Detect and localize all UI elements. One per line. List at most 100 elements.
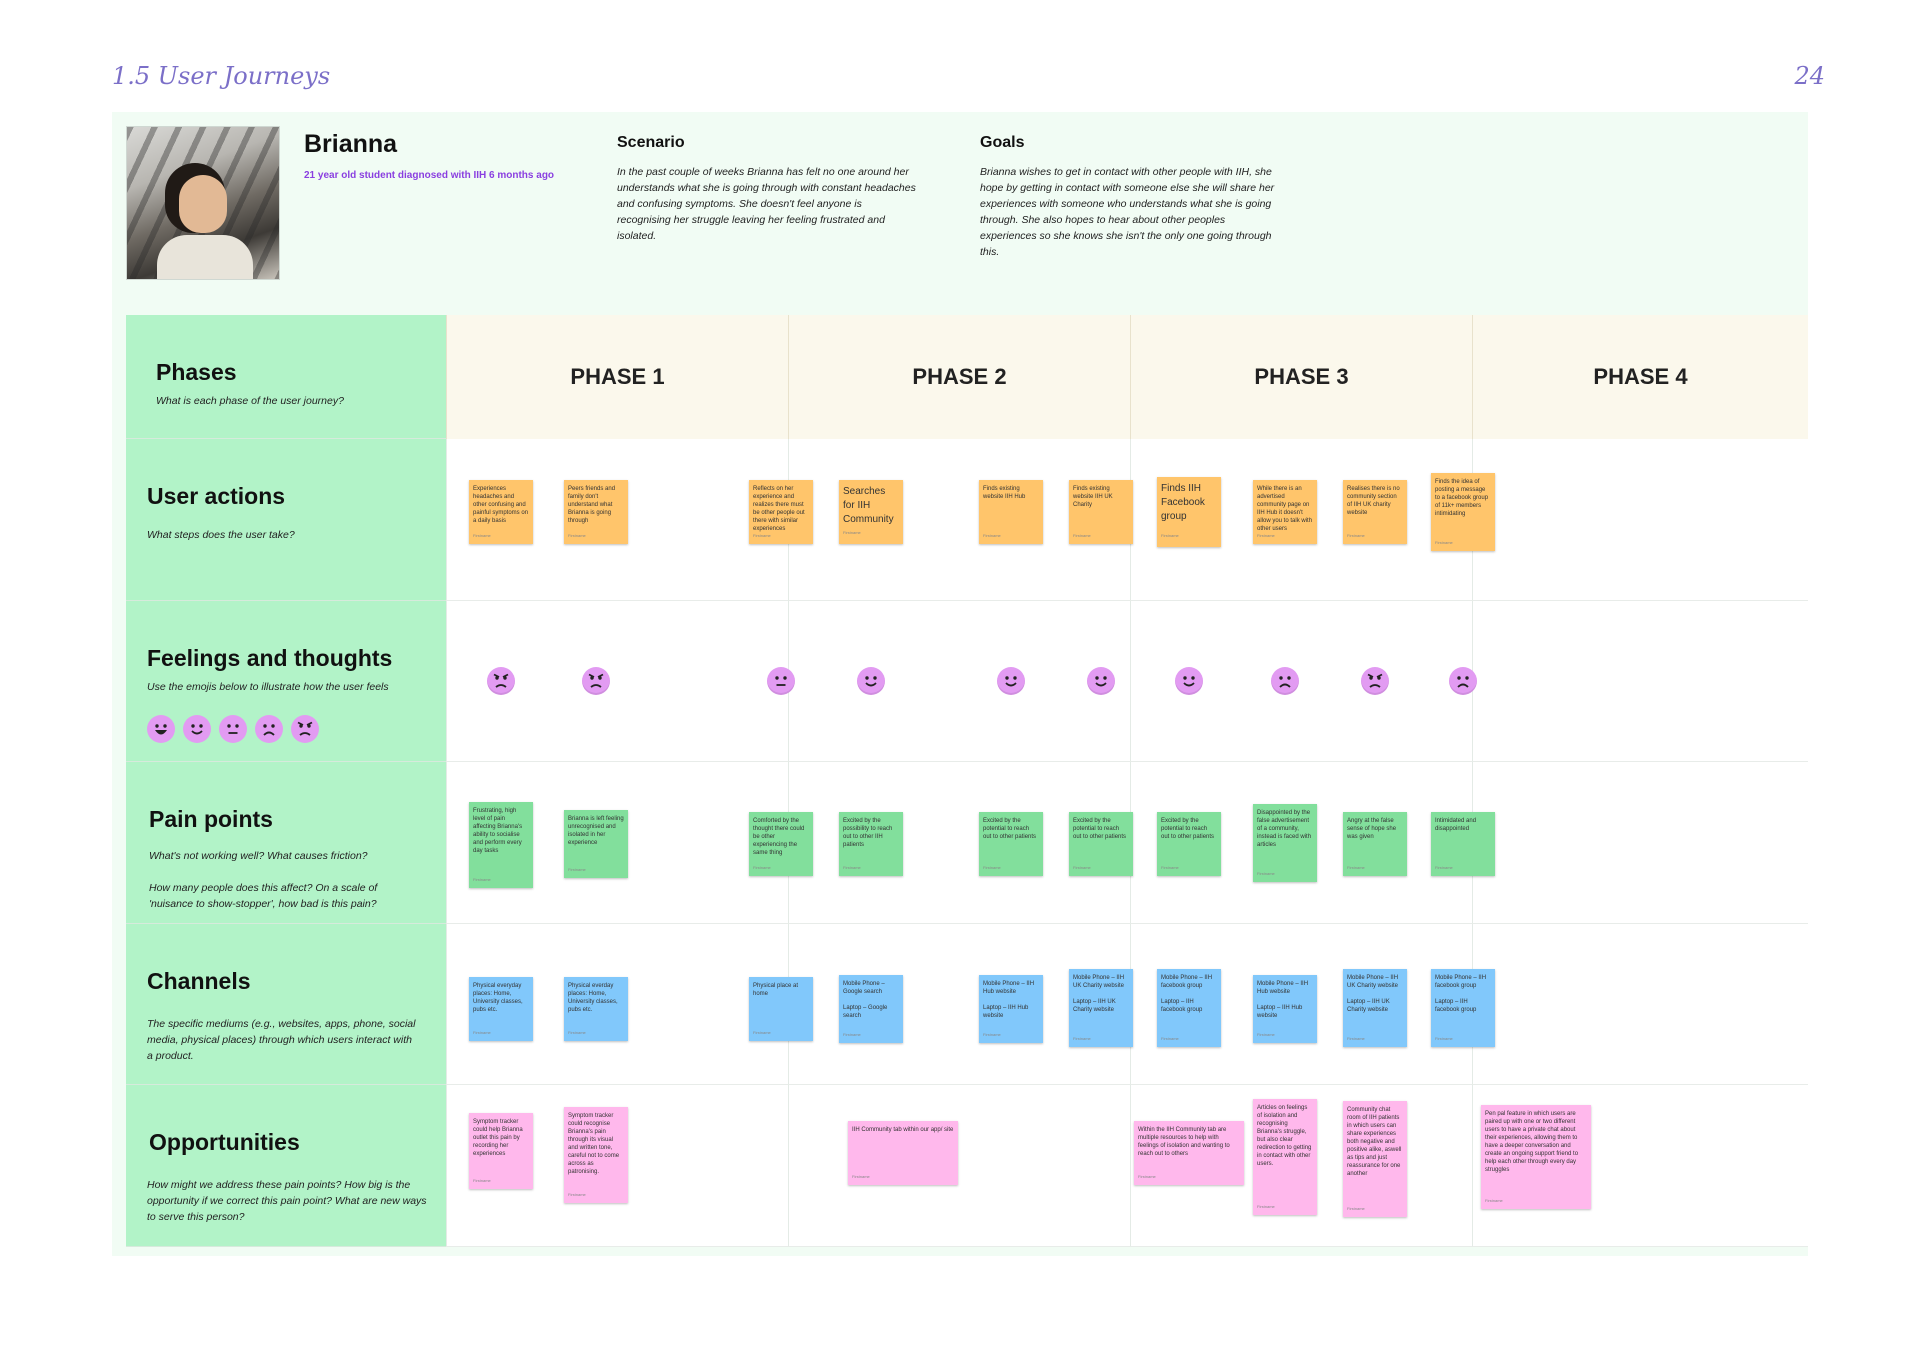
sticky-note-text: Within the IIH Community tab are multipl… [1138,1127,1230,1157]
row-description: Use the emojis below to illustrate how t… [147,681,389,693]
sticky-note-channel[interactable]: Mobile Phone – IIH Hub website Laptop – … [979,975,1043,1043]
scenario-text: In the past couple of weeks Brianna has … [617,166,916,242]
frowning-face-icon [1271,667,1299,695]
sticky-note-opportunity[interactable]: Pen pal feature in which users are paire… [1481,1105,1591,1209]
row-label-channels: Channels The specific mediums (e.g., web… [126,924,446,1085]
sticky-note-author: Firstname [843,865,861,870]
sticky-note-author: Firstname [843,1032,861,1037]
sticky-note-channel[interactable]: Mobile Phone – IIH facebook group Laptop… [1157,969,1221,1047]
sticky-note-channel[interactable]: Mobile Phone – IIH UK Charity website La… [1343,969,1407,1047]
sticky-note-text: Finds the idea of posting a message to a… [1435,479,1489,517]
sticky-note-pain-point[interactable]: Frustrating, high level of pain affectin… [469,802,533,888]
sticky-note-user-action[interactable]: Finds the idea of posting a message to a… [1431,473,1495,551]
sticky-note-author: Firstname [983,533,1001,538]
sticky-note-text: Symptom tracker could help Brianna outle… [473,1119,523,1157]
sticky-note-channel[interactable]: Mobile Phone – Google search Laptop – Go… [839,975,903,1043]
sticky-note-channel[interactable]: Mobile Phone – IIH UK Charity website La… [1069,969,1133,1047]
page-number: 24 [1794,62,1825,90]
angry-face-icon [582,667,610,695]
sticky-note-author: Firstname [1161,533,1179,538]
sticky-note-user-action[interactable]: While there is an advertised community p… [1253,480,1317,544]
sticky-note-user-action[interactable]: Experiences headaches and other confusin… [469,480,533,544]
sticky-note-text: Excited by the potential to reach out to… [1073,818,1127,840]
sticky-note-author: Firstname [1073,1036,1091,1041]
sticky-note-text: Brianna is left feeling unrecognised and… [568,816,624,846]
row-title: Phases [156,359,237,385]
sticky-note-author: Firstname [1138,1174,1156,1179]
sticky-note-text: Physical everday places: Home, Universit… [568,983,618,1013]
sticky-note-user-action[interactable]: Realises there is no community section o… [1343,480,1407,544]
phase-header-3: PHASE 3 [1130,315,1472,439]
sticky-note-text: Peers friends and family don't understan… [568,486,616,524]
row-label-pain-points: Pain points What's not working well? Wha… [126,762,446,924]
sticky-note-text: Realises there is no community section o… [1347,486,1400,516]
sticky-note-author: Firstname [983,1032,1001,1037]
sticky-note-pain-point[interactable]: Excited by the potential to reach out to… [1157,812,1221,876]
sticky-note-pain-point[interactable]: Comforted by the thought there could be … [749,812,813,876]
sticky-note-text: Finds existing website IIH UK Charity [1073,486,1113,508]
sticky-note-pain-point[interactable]: Excited by the potential to reach out to… [979,812,1043,876]
sticky-note-channel[interactable]: Mobile Phone – IIH facebook group Laptop… [1431,969,1495,1047]
sticky-note-author: Firstname [843,530,861,535]
sticky-note-author: Firstname [1257,871,1275,876]
row-description: What's not working well? What causes fri… [149,850,368,862]
sticky-note-pain-point[interactable]: Brianna is left feeling unrecognised and… [564,810,628,878]
sticky-note-author: Firstname [1257,1032,1275,1037]
sticky-note-opportunity[interactable]: Symptom tracker could recognise Brianna'… [564,1107,628,1203]
grid-cell [788,601,1130,762]
sticky-note-text: Searches for IIH Community [843,486,894,525]
sticky-note-pain-point[interactable]: Excited by the possibility to reach out … [839,812,903,876]
sticky-note-user-action[interactable]: Peers friends and family don't understan… [564,480,628,544]
row-title: Pain points [149,806,273,832]
sticky-note-author: Firstname [1347,1206,1365,1211]
sticky-note-text: Excited by the possibility to reach out … [843,818,893,848]
sticky-note-opportunity[interactable]: Articles on feelings of isolation and re… [1253,1099,1317,1215]
sticky-note-text: IIH Community tab within our app/ site [852,1127,954,1133]
sticky-note-text: Mobile Phone – IIH Hub website Laptop – … [983,981,1035,1019]
sticky-note-author: Firstname [1347,533,1365,538]
journey-board: Brianna 21 year old student diagnosed wi… [112,112,1808,1256]
sticky-note-pain-point[interactable]: Angry at the false sense of hope she was… [1343,812,1407,876]
sticky-note-text: Excited by the potential to reach out to… [983,818,1037,840]
smiling-face-icon [857,667,885,695]
sticky-note-author: Firstname [753,865,771,870]
sticky-note-user-action[interactable]: Reflects on her experience and realizes … [749,480,813,544]
sticky-note-pain-point[interactable]: Disappointed by the false advertisement … [1253,804,1317,882]
smiling-face-icon [997,667,1025,695]
sticky-note-text: Articles on feelings of isolation and re… [1257,1105,1312,1167]
sticky-note-channel[interactable]: Mobile Phone – IIH Hub website Laptop – … [1253,975,1317,1043]
sticky-note-opportunity[interactable]: Community chat room of IIH patients in w… [1343,1101,1407,1217]
sticky-note-author: Firstname [983,865,1001,870]
row-description: How might we address these pain points? … [147,1179,427,1223]
sticky-note-author: Firstname [568,1030,586,1035]
row-description: What steps does the user take? [147,529,295,541]
frowning-face-icon [1449,667,1477,695]
sticky-note-author: Firstname [568,867,586,872]
sticky-note-text: Disappointed by the false advertisement … [1257,810,1312,848]
sticky-note-author: Firstname [753,533,771,538]
row-title: Channels [147,968,251,994]
sticky-note-pain-point[interactable]: Excited by the potential to reach out to… [1069,812,1133,876]
sticky-note-channel[interactable]: Physical everyday places: Home, Universi… [469,977,533,1041]
sticky-note-author: Firstname [1435,1036,1453,1041]
sticky-note-author: Firstname [1435,865,1453,870]
phase-header-4: PHASE 4 [1472,315,1808,439]
angry-face-icon [291,715,319,743]
sticky-note-text: Finds existing website IIH Hub [983,486,1026,500]
sticky-note-text: Physical place at home [753,983,799,997]
grid-cell [788,1085,1130,1247]
smiling-face-icon [183,715,211,743]
sticky-note-author: Firstname [1257,1204,1275,1209]
sticky-note-opportunity[interactable]: Within the IIH Community tab are multipl… [1134,1121,1244,1185]
sticky-note-opportunity[interactable]: Symptom tracker could help Brianna outle… [469,1113,533,1189]
sticky-note-author: Firstname [852,1174,870,1179]
sticky-note-author: Firstname [1073,533,1091,538]
sticky-note-channel[interactable]: Physical everday places: Home, Universit… [564,977,628,1041]
